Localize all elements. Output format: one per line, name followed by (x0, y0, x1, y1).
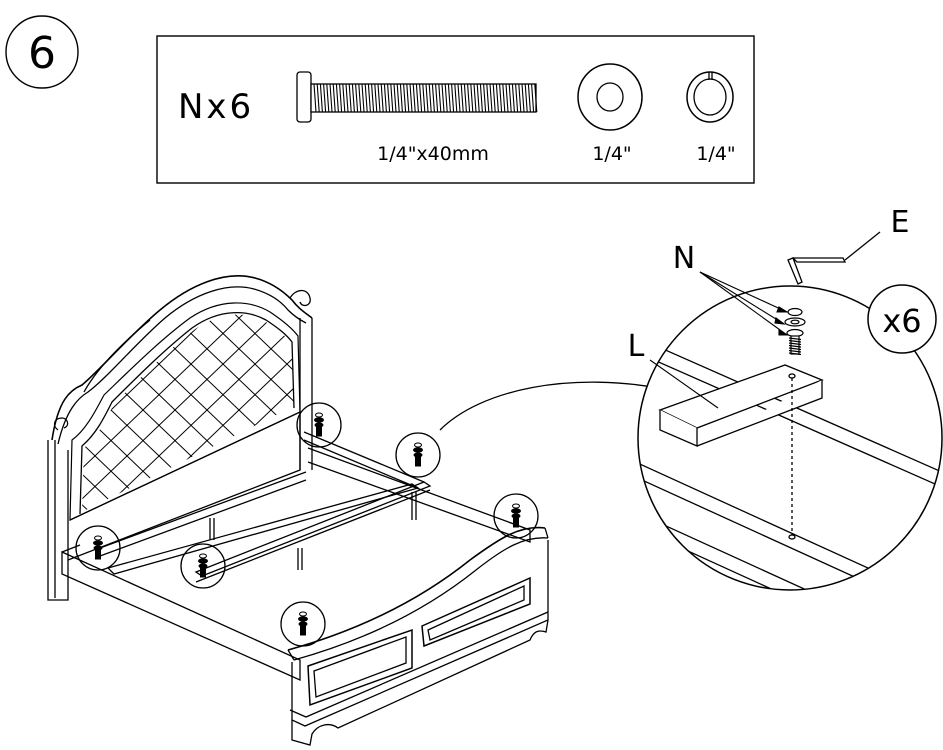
multiplier-badge: x6 (867, 284, 937, 354)
step-number: 6 (28, 28, 56, 79)
detail-view: x6 (637, 284, 943, 591)
footboard (287, 526, 549, 746)
slats (99, 431, 432, 583)
lock-washer-size-label: 1/4" (696, 143, 735, 165)
slat-callout: L (628, 329, 645, 364)
slat-leader-line (649, 359, 719, 409)
part-code-label: Nx6 (178, 87, 254, 127)
hardware-location-6 (493, 493, 539, 539)
step-badge: 6 (5, 15, 79, 89)
hardware-locations (75, 402, 539, 647)
hardware-location-2 (180, 543, 226, 589)
bed-frame-illustration (47, 275, 549, 746)
allen-key-icon (787, 231, 881, 285)
hardware-callout: N (673, 241, 695, 276)
bolt-icon (296, 71, 538, 123)
parts-box: Nx6 1/4"x40mm 1/4" 1/4" (156, 35, 755, 184)
hardware-location-5 (395, 432, 441, 478)
detail-connector (439, 381, 671, 431)
hardware-location-4 (296, 402, 342, 448)
center-legs (209, 492, 417, 570)
allen-key-callout: E (891, 205, 910, 240)
exploded-hardware-stack (784, 307, 806, 356)
hardware-location-3 (280, 601, 326, 647)
lock-washer-icon (686, 71, 734, 123)
flat-washer-size-label: 1/4" (592, 143, 631, 165)
multiplier-label: x6 (882, 302, 921, 340)
hardware-location-1 (75, 525, 121, 571)
hardware-leader-lines (699, 271, 789, 336)
flat-washer-icon (577, 63, 643, 131)
bolt-size-label: 1/4"x40mm (377, 143, 489, 165)
